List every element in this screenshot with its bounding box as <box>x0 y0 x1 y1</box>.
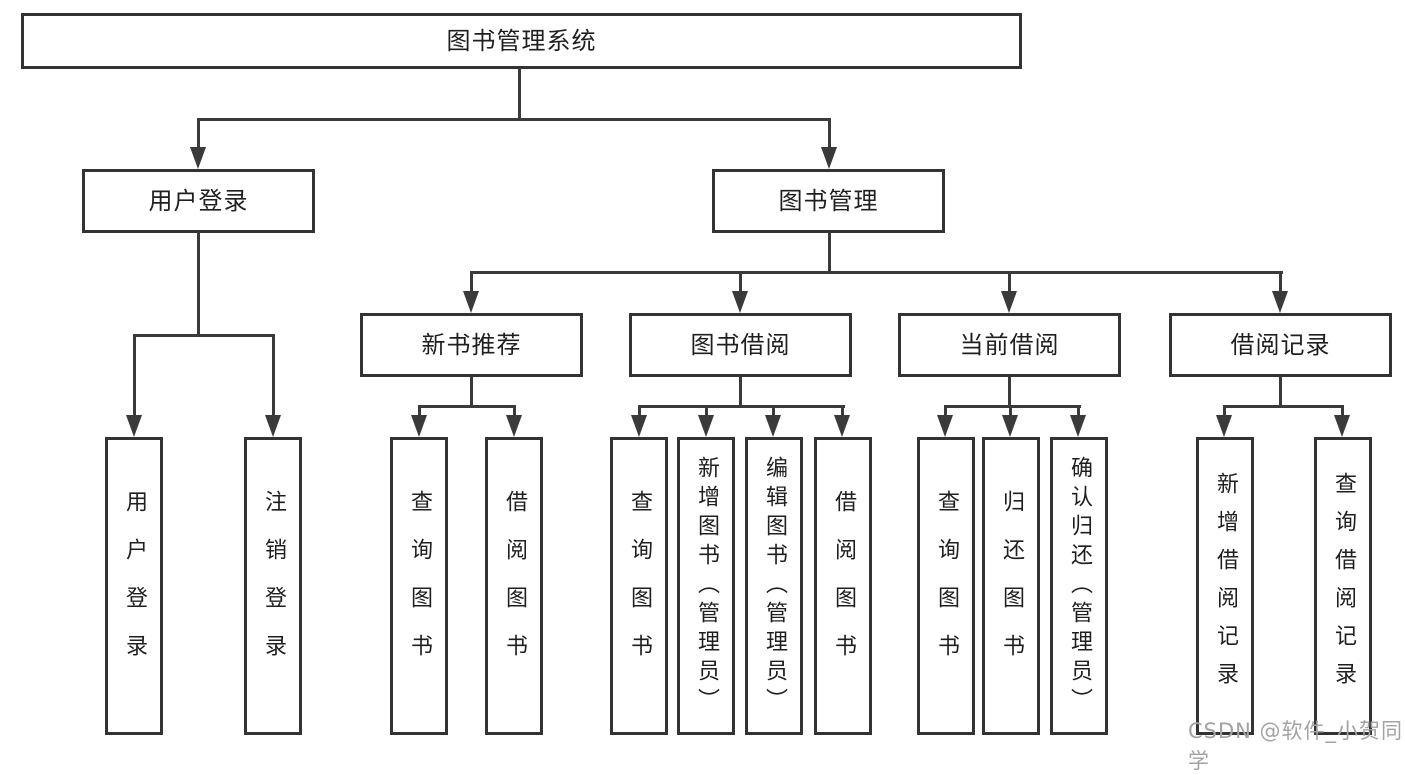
node-new-books-label: 新书推荐 <box>421 331 522 359</box>
leaf-user-login-label: 用户登录 <box>122 490 147 682</box>
connector <box>133 334 275 337</box>
arrow-down-icon <box>732 291 748 313</box>
connector <box>841 405 844 417</box>
watermark: CSDN @软件_小贺同学 <box>1188 719 1404 773</box>
connector <box>739 377 742 408</box>
connector <box>470 271 473 293</box>
node-root: 图书管理系统 <box>21 13 1022 69</box>
leaf-records-query-label: 查询借阅记录 <box>1331 472 1356 700</box>
leaf-current-query-label: 查询图书 <box>934 490 959 682</box>
leaf-newbooks-borrow-label: 借阅图书 <box>502 490 527 682</box>
arrow-down-icon <box>937 415 953 437</box>
leaf-borrow-borrow-label: 借阅图书 <box>831 490 856 682</box>
leaf-borrow-add: 新增图书（管理员） <box>677 437 735 735</box>
connector <box>197 118 831 121</box>
arrow-down-icon <box>190 147 206 169</box>
connector <box>1223 405 1226 417</box>
leaf-borrow-query: 查询图书 <box>610 437 668 735</box>
arrow-down-icon <box>126 415 142 437</box>
arrow-down-icon <box>1216 415 1232 437</box>
node-book-borrow: 图书借阅 <box>629 313 852 377</box>
node-root-label: 图书管理系统 <box>446 27 597 55</box>
leaf-borrow-borrow: 借阅图书 <box>814 437 872 735</box>
diagram-canvas: 图书管理系统 用户登录 图书管理 新书推荐 图书借阅 当前借阅 借阅记录 用户登… <box>21 13 1402 773</box>
arrow-down-icon <box>411 415 427 437</box>
connector <box>470 271 1283 274</box>
arrow-down-icon <box>821 147 837 169</box>
connector <box>197 232 200 337</box>
arrow-down-icon <box>265 415 281 437</box>
connector <box>1279 271 1282 293</box>
connector <box>638 405 641 417</box>
leaf-current-return: 归还图书 <box>982 437 1040 735</box>
arrow-down-icon <box>1272 291 1288 313</box>
leaf-current-confirm: 确认归还（管理员） <box>1050 437 1108 735</box>
connector <box>944 405 947 417</box>
arrow-down-icon <box>1002 415 1018 437</box>
leaf-borrow-query-label: 查询图书 <box>627 490 652 682</box>
node-new-books: 新书推荐 <box>360 313 583 377</box>
connector <box>1008 377 1011 408</box>
leaf-borrow-edit: 编辑图书（管理员） <box>745 437 803 735</box>
leaf-newbooks-query: 查询图书 <box>390 437 448 735</box>
node-book-borrow-label: 图书借阅 <box>690 331 791 359</box>
leaf-records-query: 查询借阅记录 <box>1314 437 1372 735</box>
connector <box>1077 405 1080 417</box>
arrow-down-icon <box>506 415 522 437</box>
connector <box>1279 377 1282 408</box>
connector <box>518 68 521 120</box>
connector <box>1008 271 1011 293</box>
connector <box>828 118 831 150</box>
leaf-borrow-edit-label: 编辑图书（管理员） <box>762 455 787 717</box>
node-current-borrow-label: 当前借阅 <box>959 331 1060 359</box>
connector <box>470 377 473 408</box>
arrow-down-icon <box>834 415 850 437</box>
connector <box>1223 405 1344 408</box>
connector <box>272 334 275 417</box>
leaf-user-login: 用户登录 <box>105 437 163 735</box>
connector <box>638 405 845 408</box>
node-book-management-label: 图书管理 <box>778 187 879 215</box>
node-borrow-records: 借阅记录 <box>1169 313 1392 377</box>
arrow-down-icon <box>765 415 781 437</box>
connector <box>418 405 421 417</box>
arrow-down-icon <box>1334 415 1350 437</box>
leaf-records-add-label: 新增借阅记录 <box>1213 472 1238 700</box>
arrow-down-icon <box>463 291 479 313</box>
leaf-current-query: 查询图书 <box>917 437 975 735</box>
connector <box>513 405 516 417</box>
node-user-login-label: 用户登录 <box>148 187 249 215</box>
leaf-newbooks-borrow: 借阅图书 <box>485 437 543 735</box>
connector <box>944 405 1081 408</box>
node-current-borrow: 当前借阅 <box>898 313 1121 377</box>
node-borrow-records-label: 借阅记录 <box>1230 331 1331 359</box>
connector <box>418 405 516 408</box>
node-book-management: 图书管理 <box>712 169 945 233</box>
connector <box>133 334 136 417</box>
leaf-records-add: 新增借阅记录 <box>1196 437 1254 735</box>
connector <box>197 118 200 150</box>
connector <box>828 232 831 274</box>
arrow-down-icon <box>698 415 714 437</box>
connector <box>739 271 742 293</box>
arrow-down-icon <box>1070 415 1086 437</box>
leaf-logout: 注销登录 <box>244 437 302 735</box>
leaf-newbooks-query-label: 查询图书 <box>407 490 432 682</box>
connector <box>705 405 708 417</box>
leaf-current-return-label: 归还图书 <box>999 490 1024 682</box>
node-user-login: 用户登录 <box>82 169 315 233</box>
connector <box>1009 405 1012 417</box>
leaf-logout-label: 注销登录 <box>261 490 286 682</box>
leaf-borrow-add-label: 新增图书（管理员） <box>694 455 719 717</box>
arrow-down-icon <box>631 415 647 437</box>
leaf-current-confirm-label: 确认归还（管理员） <box>1067 455 1092 717</box>
connector <box>1341 405 1344 417</box>
arrow-down-icon <box>1001 291 1017 313</box>
connector <box>772 405 775 417</box>
